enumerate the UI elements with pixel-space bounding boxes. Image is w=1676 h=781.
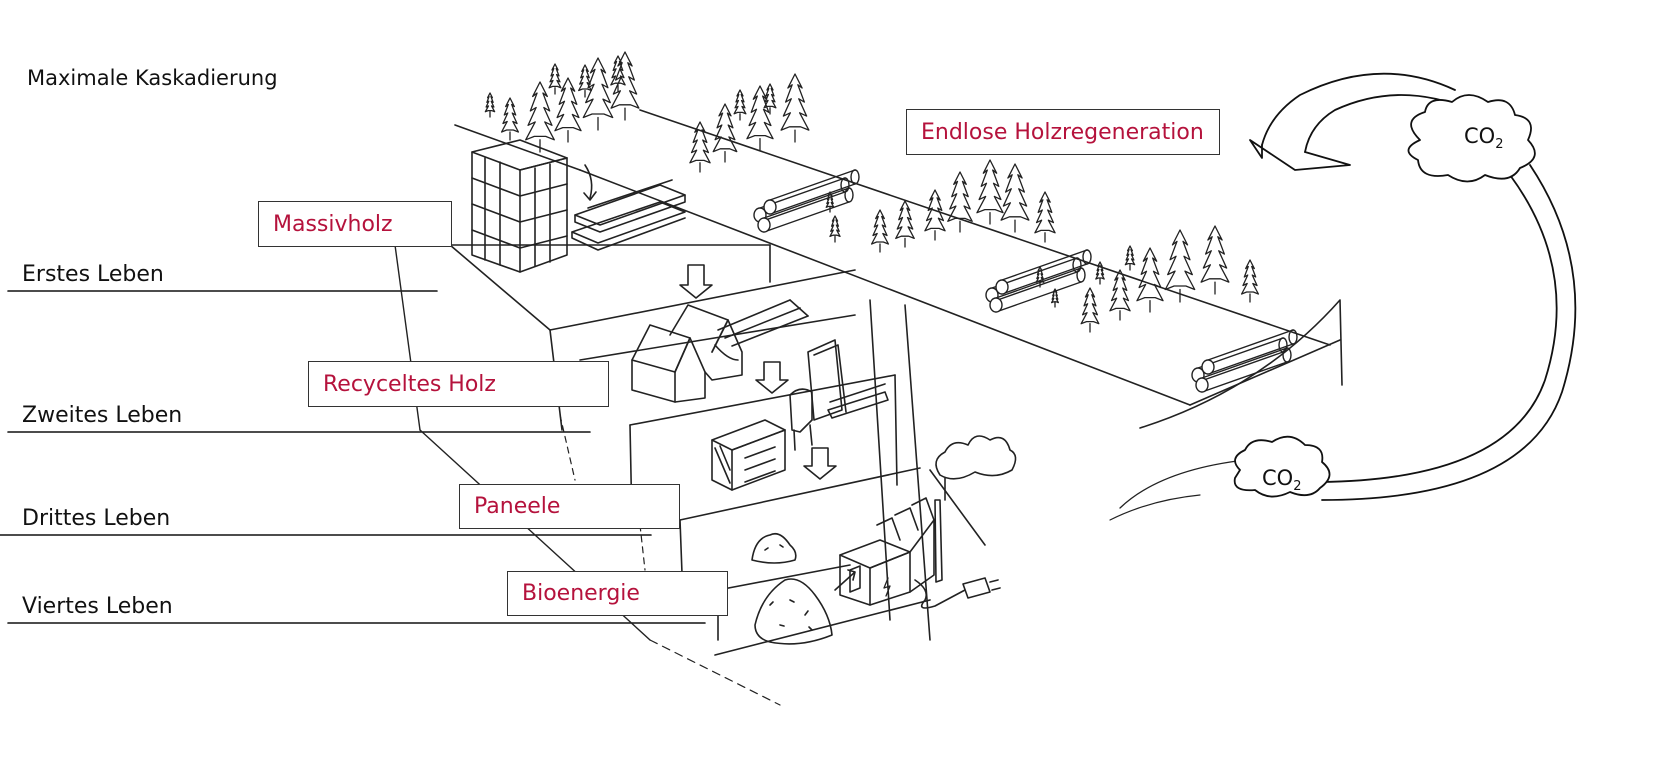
tree-icon — [610, 51, 640, 109]
log-end — [1201, 359, 1215, 375]
tree-icon — [976, 159, 1004, 214]
tree-icon — [610, 55, 626, 86]
life-label-fourth: Viertes Leben — [22, 594, 173, 619]
chair-icon — [789, 388, 813, 451]
log-far-end — [1076, 267, 1086, 283]
log-piles — [753, 169, 1298, 393]
tree-icon — [1050, 288, 1060, 304]
log-end — [1195, 377, 1209, 393]
tree-icon — [1124, 245, 1136, 266]
wood-chip-pile — [751, 532, 833, 645]
cascade-steps — [394, 244, 986, 706]
tree-icon — [746, 85, 774, 140]
tag-regeneration: Endlose Holzregeneration — [906, 109, 1220, 155]
tree-icon — [825, 191, 835, 208]
log-far-end — [1282, 347, 1292, 363]
building-icon — [471, 139, 568, 273]
log-end — [757, 217, 771, 233]
tree-icon — [689, 121, 711, 164]
co2-label-lower: CO2 — [1262, 466, 1302, 495]
tree-icon — [1136, 247, 1164, 302]
life-rules — [0, 290, 706, 624]
log-icon — [769, 169, 856, 215]
tag-recycled-wood: Recyceltes Holz — [308, 361, 609, 407]
tree-icon — [780, 73, 810, 131]
tree-icon — [895, 200, 915, 240]
log-far-end — [850, 169, 860, 185]
tree-icon — [1240, 259, 1260, 295]
tree-icon — [829, 215, 841, 238]
tree-icon — [1000, 163, 1030, 221]
log-icon — [995, 267, 1082, 313]
tree-icon — [763, 83, 777, 109]
log-end — [763, 199, 777, 215]
tree-icon — [554, 77, 582, 132]
tree-icon — [484, 92, 496, 113]
tree-icon — [870, 209, 890, 245]
life-label-first: Erstes Leben — [22, 262, 164, 287]
life-label-second: Zweites Leben — [22, 403, 183, 428]
tree-icon — [1164, 229, 1196, 291]
arrow-icon — [679, 264, 856, 591]
log-far-end — [844, 187, 854, 203]
forest-trees — [484, 51, 1260, 333]
tag-bioenergy: Bioenergie — [507, 571, 728, 616]
tree-icon — [1109, 269, 1131, 312]
log-icon — [1201, 347, 1288, 393]
tree-icon — [712, 103, 738, 153]
tree-icon — [733, 89, 747, 115]
tree-icon — [1095, 261, 1105, 280]
log-icon — [1207, 329, 1294, 375]
tag-panels: Paneele — [459, 484, 680, 529]
log-end — [995, 279, 1009, 295]
tree-icon — [582, 57, 614, 119]
tree-icon — [578, 64, 592, 92]
co2-cycle-arrows — [1249, 72, 1577, 501]
tree-icon — [525, 81, 555, 141]
log-far-end — [1288, 329, 1298, 345]
house-icon — [631, 299, 809, 403]
log-icon — [1001, 249, 1088, 295]
lumber-icon — [571, 164, 686, 251]
tree-icon — [924, 189, 946, 232]
diagram-title: Maximale Kaskadierung — [27, 66, 278, 90]
log-far-end — [1082, 249, 1092, 265]
co2-label-upper: CO2 — [1464, 124, 1504, 153]
tree-icon — [947, 171, 973, 222]
log-end — [989, 297, 1003, 313]
tree-icon — [1200, 225, 1230, 283]
cabinet-icon — [711, 419, 786, 491]
log-icon — [763, 187, 850, 233]
tag-massivholz: Massivholz — [258, 201, 452, 247]
plug-icon — [914, 577, 1001, 609]
life-label-third: Drittes Leben — [22, 506, 171, 531]
tree-icon — [548, 63, 562, 89]
tree-icon — [1080, 287, 1100, 325]
power-plant-icon — [839, 435, 1017, 606]
tree-icon — [500, 97, 520, 133]
tree-icon — [1034, 191, 1056, 234]
cloud-icon — [1233, 94, 1536, 498]
tree-icon — [1035, 266, 1045, 283]
